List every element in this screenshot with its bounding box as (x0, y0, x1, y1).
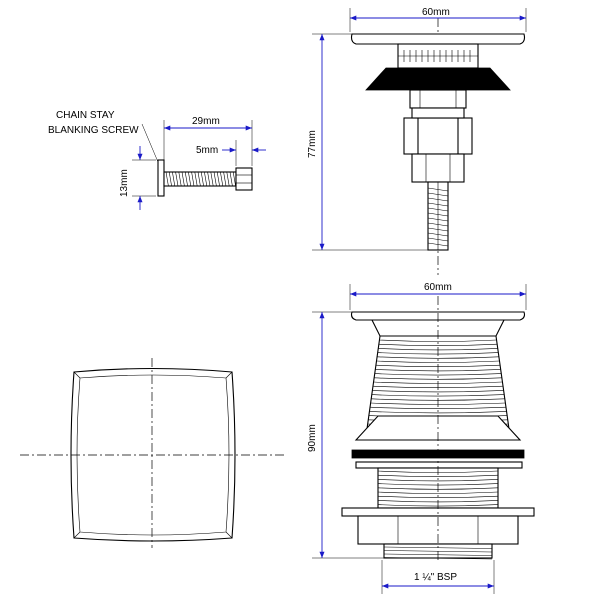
thread-line (168, 171, 172, 187)
thread-line (210, 171, 214, 187)
thread-line (369, 411, 507, 414)
dim-plug-width-label: 60mm (422, 7, 450, 18)
thread-line (175, 171, 179, 187)
screw-nut (235, 167, 253, 191)
plug-cap (350, 33, 526, 45)
plug-neck-detail (398, 50, 478, 62)
thread-line (200, 171, 204, 187)
thread-line (165, 171, 169, 187)
thread-line (378, 343, 498, 346)
plug-body (409, 89, 467, 109)
thread-line (223, 171, 227, 187)
body-washer (355, 461, 523, 469)
thread-line (181, 171, 185, 187)
thread-line (232, 171, 236, 187)
thread-line (379, 339, 497, 342)
thread-line (178, 171, 182, 187)
thread-line (197, 171, 201, 187)
thread-line (216, 171, 220, 187)
thread-line (204, 171, 208, 187)
thread-line (377, 495, 499, 498)
thread-line (372, 390, 504, 393)
dim-thread-label: 1 ¼" BSP (414, 571, 457, 583)
thread-line (188, 171, 192, 187)
thread-line (374, 377, 502, 380)
thread-line (191, 171, 195, 187)
dim-screw-height-label: 13mm (119, 169, 130, 197)
thread-line (207, 171, 211, 187)
thread-line (229, 171, 233, 187)
thread-line (377, 356, 499, 359)
thread-line (376, 360, 500, 363)
plug-top-view (20, 358, 285, 548)
thread-line (220, 171, 224, 187)
callout-line-2: BLANKING SCREW (48, 125, 139, 136)
thread-line (374, 373, 502, 376)
screw-thread-hatch (165, 171, 236, 187)
thread-line (213, 171, 217, 187)
blanking-screw-view: CHAIN STAY BLANKING SCREW 29mm 5mm 13mm (48, 110, 266, 210)
thread-line (184, 171, 188, 187)
plug-lower-housing (411, 153, 465, 183)
thread-line (377, 491, 499, 494)
thread-line (371, 394, 505, 397)
thread-line (377, 474, 499, 477)
waste-body-view: 60mm 90mm 1 ¼" BSP (307, 282, 535, 594)
dim-screw-head-label: 5mm (196, 145, 218, 156)
screw-cap (157, 159, 165, 197)
plug-side-view: 60mm 77mm (307, 7, 527, 275)
callout-leader (141, 123, 159, 163)
plug-pin-detail (427, 182, 449, 250)
dim-body-height-label: 90mm (307, 424, 318, 452)
dim-plug-height-label: 77mm (307, 130, 318, 158)
dim-body-width-label: 60mm (424, 282, 452, 293)
callout-line-1: CHAIN STAY (56, 110, 115, 121)
plug-seal (365, 67, 511, 91)
thread-line (172, 171, 176, 187)
thread-line (226, 171, 230, 187)
thread-line (377, 479, 499, 482)
dim-screw-length-label: 29mm (192, 116, 220, 127)
thread-line (194, 171, 198, 187)
thread-line (370, 406, 506, 409)
